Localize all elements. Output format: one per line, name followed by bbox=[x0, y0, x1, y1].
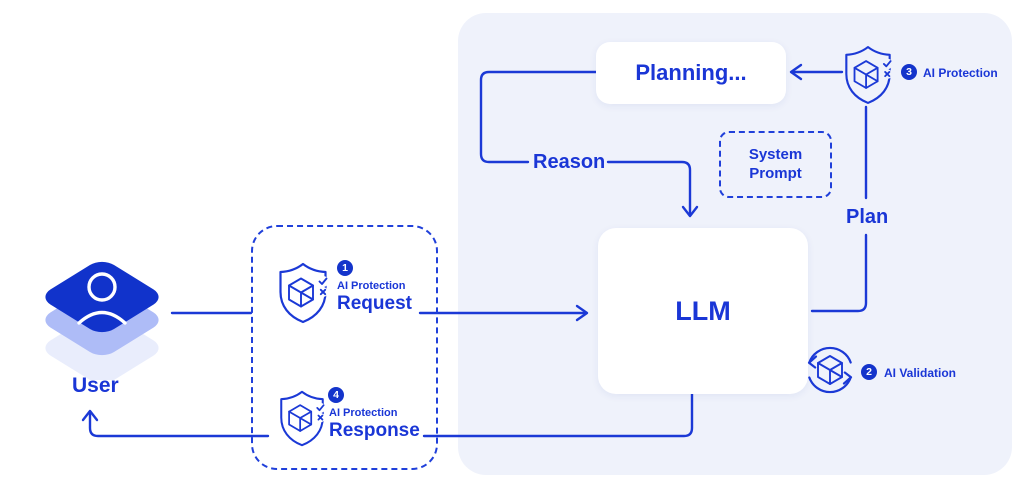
person-icon bbox=[77, 272, 127, 325]
user-label: User bbox=[72, 374, 119, 397]
plan-protection-shield-icon bbox=[845, 46, 893, 104]
response-to-user-line bbox=[88, 412, 270, 438]
planning-box: Planning... bbox=[596, 42, 786, 104]
request-category-label: AI Protection bbox=[337, 280, 406, 292]
reason-label: Reason bbox=[533, 151, 606, 173]
user-cube-top-face bbox=[45, 261, 159, 333]
user-cube-icon bbox=[45, 261, 159, 380]
response-step-badge: 4 bbox=[328, 387, 344, 403]
validation-step-badge: 2 bbox=[861, 364, 877, 380]
response-label: Response bbox=[329, 420, 420, 441]
llm-box: LLM bbox=[598, 228, 808, 394]
response-shield-icon bbox=[280, 390, 326, 447]
plan-protection-step-badge: 3 bbox=[901, 64, 917, 80]
response-arrowhead bbox=[81, 409, 99, 422]
request-step-badge: 1 bbox=[337, 260, 353, 276]
plan-label: Plan bbox=[846, 206, 889, 228]
protection-gate-box bbox=[251, 225, 438, 470]
request-label: Request bbox=[337, 293, 412, 314]
plan-protection-label: AI Protection bbox=[923, 66, 998, 80]
validation-label: AI Validation bbox=[884, 366, 957, 380]
response-category-label: AI Protection bbox=[329, 407, 398, 419]
system-prompt-box: System Prompt bbox=[719, 131, 832, 198]
ai-validation-sync-icon bbox=[807, 346, 853, 394]
request-shield-icon bbox=[279, 262, 329, 324]
